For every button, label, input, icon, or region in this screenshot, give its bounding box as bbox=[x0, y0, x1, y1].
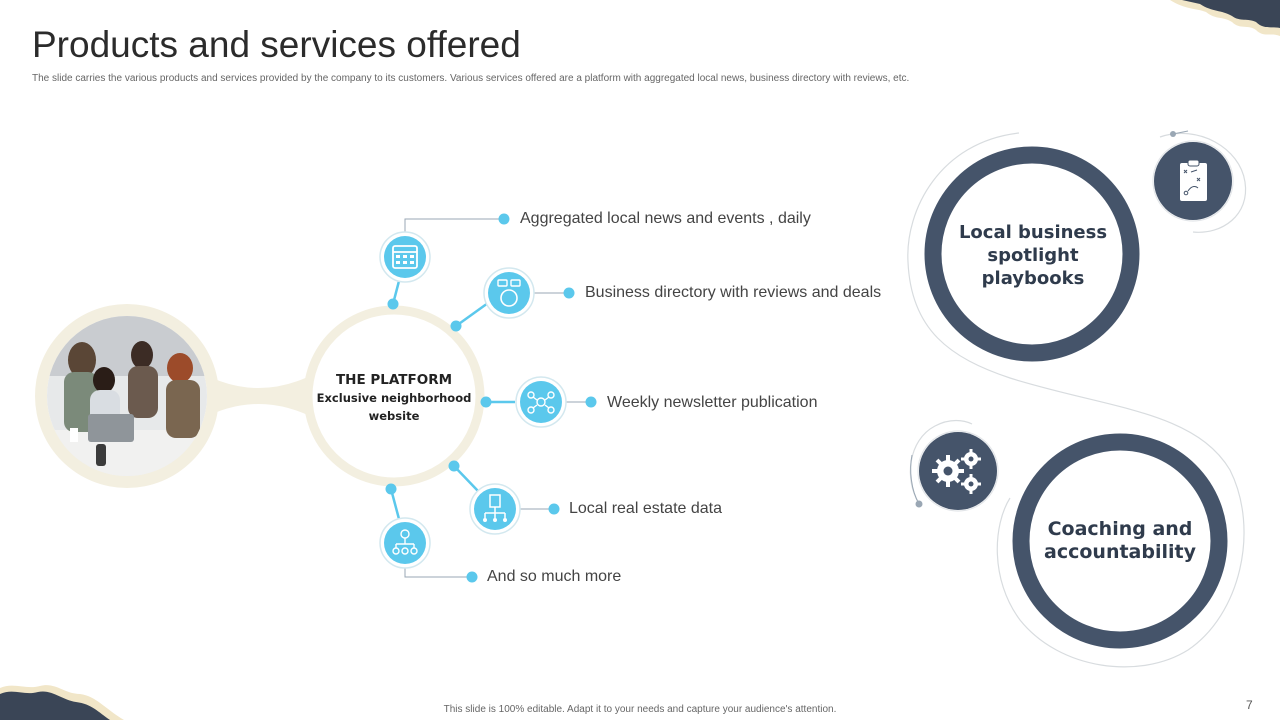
service-label-newsletter: Weekly newsletter publication bbox=[607, 394, 818, 411]
corner-brush-decoration-bottom bbox=[0, 685, 124, 720]
team-photo bbox=[35, 304, 219, 488]
platform-desc-line2: website bbox=[368, 409, 420, 423]
service-label-news: Aggregated local news and events , daily bbox=[520, 210, 811, 227]
page-number: 7 bbox=[1246, 698, 1253, 712]
page-title: Products and services offered bbox=[32, 24, 521, 65]
offering-label-coaching: Coaching and accountability bbox=[1034, 518, 1206, 564]
platform-title: THE PLATFORM bbox=[335, 372, 453, 388]
network-icon bbox=[515, 376, 567, 428]
footer-note: This slide is 100% editable. Adapt it to… bbox=[443, 704, 837, 715]
platform-desc-line1: Exclusive neighborhood bbox=[316, 391, 472, 405]
calendar-icon bbox=[379, 231, 431, 283]
offering-playbooks-line2: spotlight bbox=[987, 245, 1079, 266]
offering-ring-playbooks bbox=[924, 146, 1140, 362]
offering-playbooks-line3: playbooks bbox=[981, 268, 1085, 289]
platform-circle bbox=[303, 305, 485, 487]
service-label-directory: Business directory with reviews and deal… bbox=[585, 284, 882, 301]
offering-playbooks-line1: Local business bbox=[958, 222, 1108, 243]
people-network-icon bbox=[379, 517, 431, 569]
building-icon bbox=[469, 483, 521, 535]
corner-brush-decoration-top bbox=[1170, 0, 1280, 36]
chat-globe-icon bbox=[483, 267, 535, 319]
offering-connector-path bbox=[907, 132, 1245, 668]
service-label-real-estate: Local real estate data bbox=[569, 500, 722, 517]
playbook-clipboard-icon bbox=[1152, 140, 1234, 222]
offering-coaching-line1: Coaching and bbox=[1047, 518, 1193, 540]
platform-label: THE PLATFORM Exclusive neighborhood webs… bbox=[312, 372, 476, 424]
offering-ring-coaching bbox=[1012, 433, 1228, 649]
offering-coaching-line2: accountability bbox=[1044, 541, 1196, 563]
offering-label-playbooks: Local business spotlight playbooks bbox=[950, 221, 1116, 290]
page-subtitle: The slide carries the various products a… bbox=[32, 73, 910, 84]
gears-icon bbox=[917, 430, 999, 512]
service-label-more: And so much more bbox=[487, 568, 622, 585]
photo-platform-connector bbox=[200, 372, 318, 420]
